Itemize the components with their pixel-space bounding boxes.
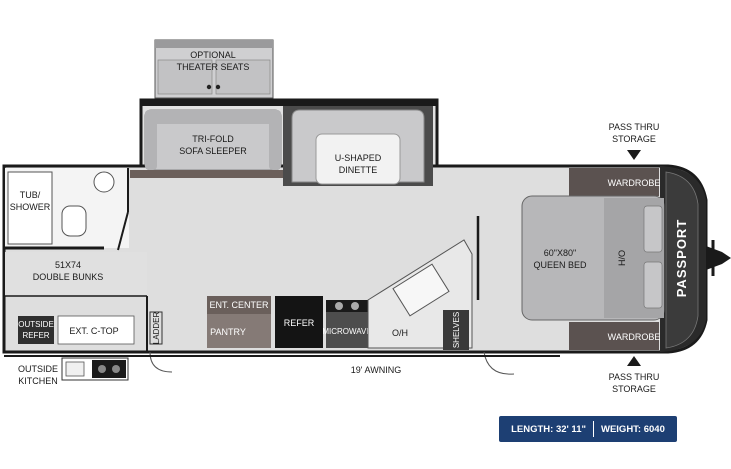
refer-label: REFER <box>284 318 315 328</box>
length-spec: LENGTH: 32' 11" <box>511 423 586 435</box>
spec-separator <box>592 421 594 437</box>
ho-label: H/O <box>617 250 627 266</box>
pantry-label: PANTRY <box>210 327 246 337</box>
queen-bed-label-1: 60"X80" <box>544 248 576 258</box>
tub-shower-label-1: TUB/ <box>20 190 41 200</box>
ladder-label: LADDER <box>152 312 161 345</box>
pass-thru-top-label-1: PASS THRU <box>609 122 660 132</box>
queen-bed-label-2: QUEEN BED <box>533 260 587 270</box>
sofa-base <box>130 170 294 178</box>
wardrobe-bottom-label: WARDROBE <box>608 332 661 342</box>
outside-kitchen-label-2: KITCHEN <box>18 376 58 386</box>
microwave-label: MICROWAVE <box>322 327 371 336</box>
pass-thru-storage-bottom: PASS THRU STORAGE <box>609 356 660 394</box>
optional-theater-seats-label-1: OPTIONAL <box>190 50 236 60</box>
dinette-label-2: DINETTE <box>339 165 378 175</box>
pass-thru-storage-top: PASS THRU STORAGE <box>609 122 660 160</box>
optional-theater-seats-label-2: THEATER SEATS <box>177 62 250 72</box>
wardrobe-top-label: WARDROBE <box>608 178 661 188</box>
bathroom: TUB/ SHOWER <box>5 168 129 250</box>
u-shaped-dinette: U-SHAPED DINETTE <box>283 106 433 186</box>
ext-ctop-label: EXT. C-TOP <box>69 326 118 336</box>
weight-spec: WEIGHT: 6040 <box>600 423 665 435</box>
bunks-label-1: 51X74 <box>55 260 81 270</box>
pass-thru-bottom-label-2: STORAGE <box>612 384 656 394</box>
brand-logo: PASSPORT <box>674 219 689 298</box>
pass-thru-bottom-label-1: PASS THRU <box>609 372 660 382</box>
outside-refer-label-1: OUTSIDE <box>18 320 54 329</box>
tri-fold-sofa-label-2: SOFA SLEEPER <box>179 146 247 156</box>
outside-refer-label-2: REFER <box>22 331 49 340</box>
spec-badge: LENGTH: 32' 11" WEIGHT: 6040 <box>499 416 677 442</box>
outside-kitchen: OUTSIDE KITCHEN <box>18 357 129 386</box>
optional-theater-seats: OPTIONAL THEATER SEATS <box>154 39 274 99</box>
tub-shower-label-2: SHOWER <box>10 202 51 212</box>
pass-thru-top-label-2: STORAGE <box>612 134 656 144</box>
tri-fold-sofa: TRI-FOLD SOFA SLEEPER <box>144 109 282 171</box>
ladder: LADDER <box>149 311 163 345</box>
bunks-label-2: DOUBLE BUNKS <box>33 272 104 282</box>
shelves: SHELVES <box>443 216 480 350</box>
oh-label: O/H <box>392 328 408 338</box>
tri-fold-sofa-label-1: TRI-FOLD <box>192 134 234 144</box>
outside-kitchen-label-1: OUTSIDE <box>18 364 58 374</box>
dinette-label-1: U-SHAPED <box>335 153 382 163</box>
ent-center-label: ENT. CENTER <box>209 300 269 310</box>
double-bunks: 51X74 DOUBLE BUNKS OUTSIDE REFER EXT. C-… <box>5 252 148 352</box>
bedroom: WARDROBE WARDROBE 60"X80" QUEEN BED H/O <box>521 168 665 350</box>
shelves-label: SHELVES <box>452 312 461 348</box>
awning-label: 19' AWNING <box>351 365 401 375</box>
